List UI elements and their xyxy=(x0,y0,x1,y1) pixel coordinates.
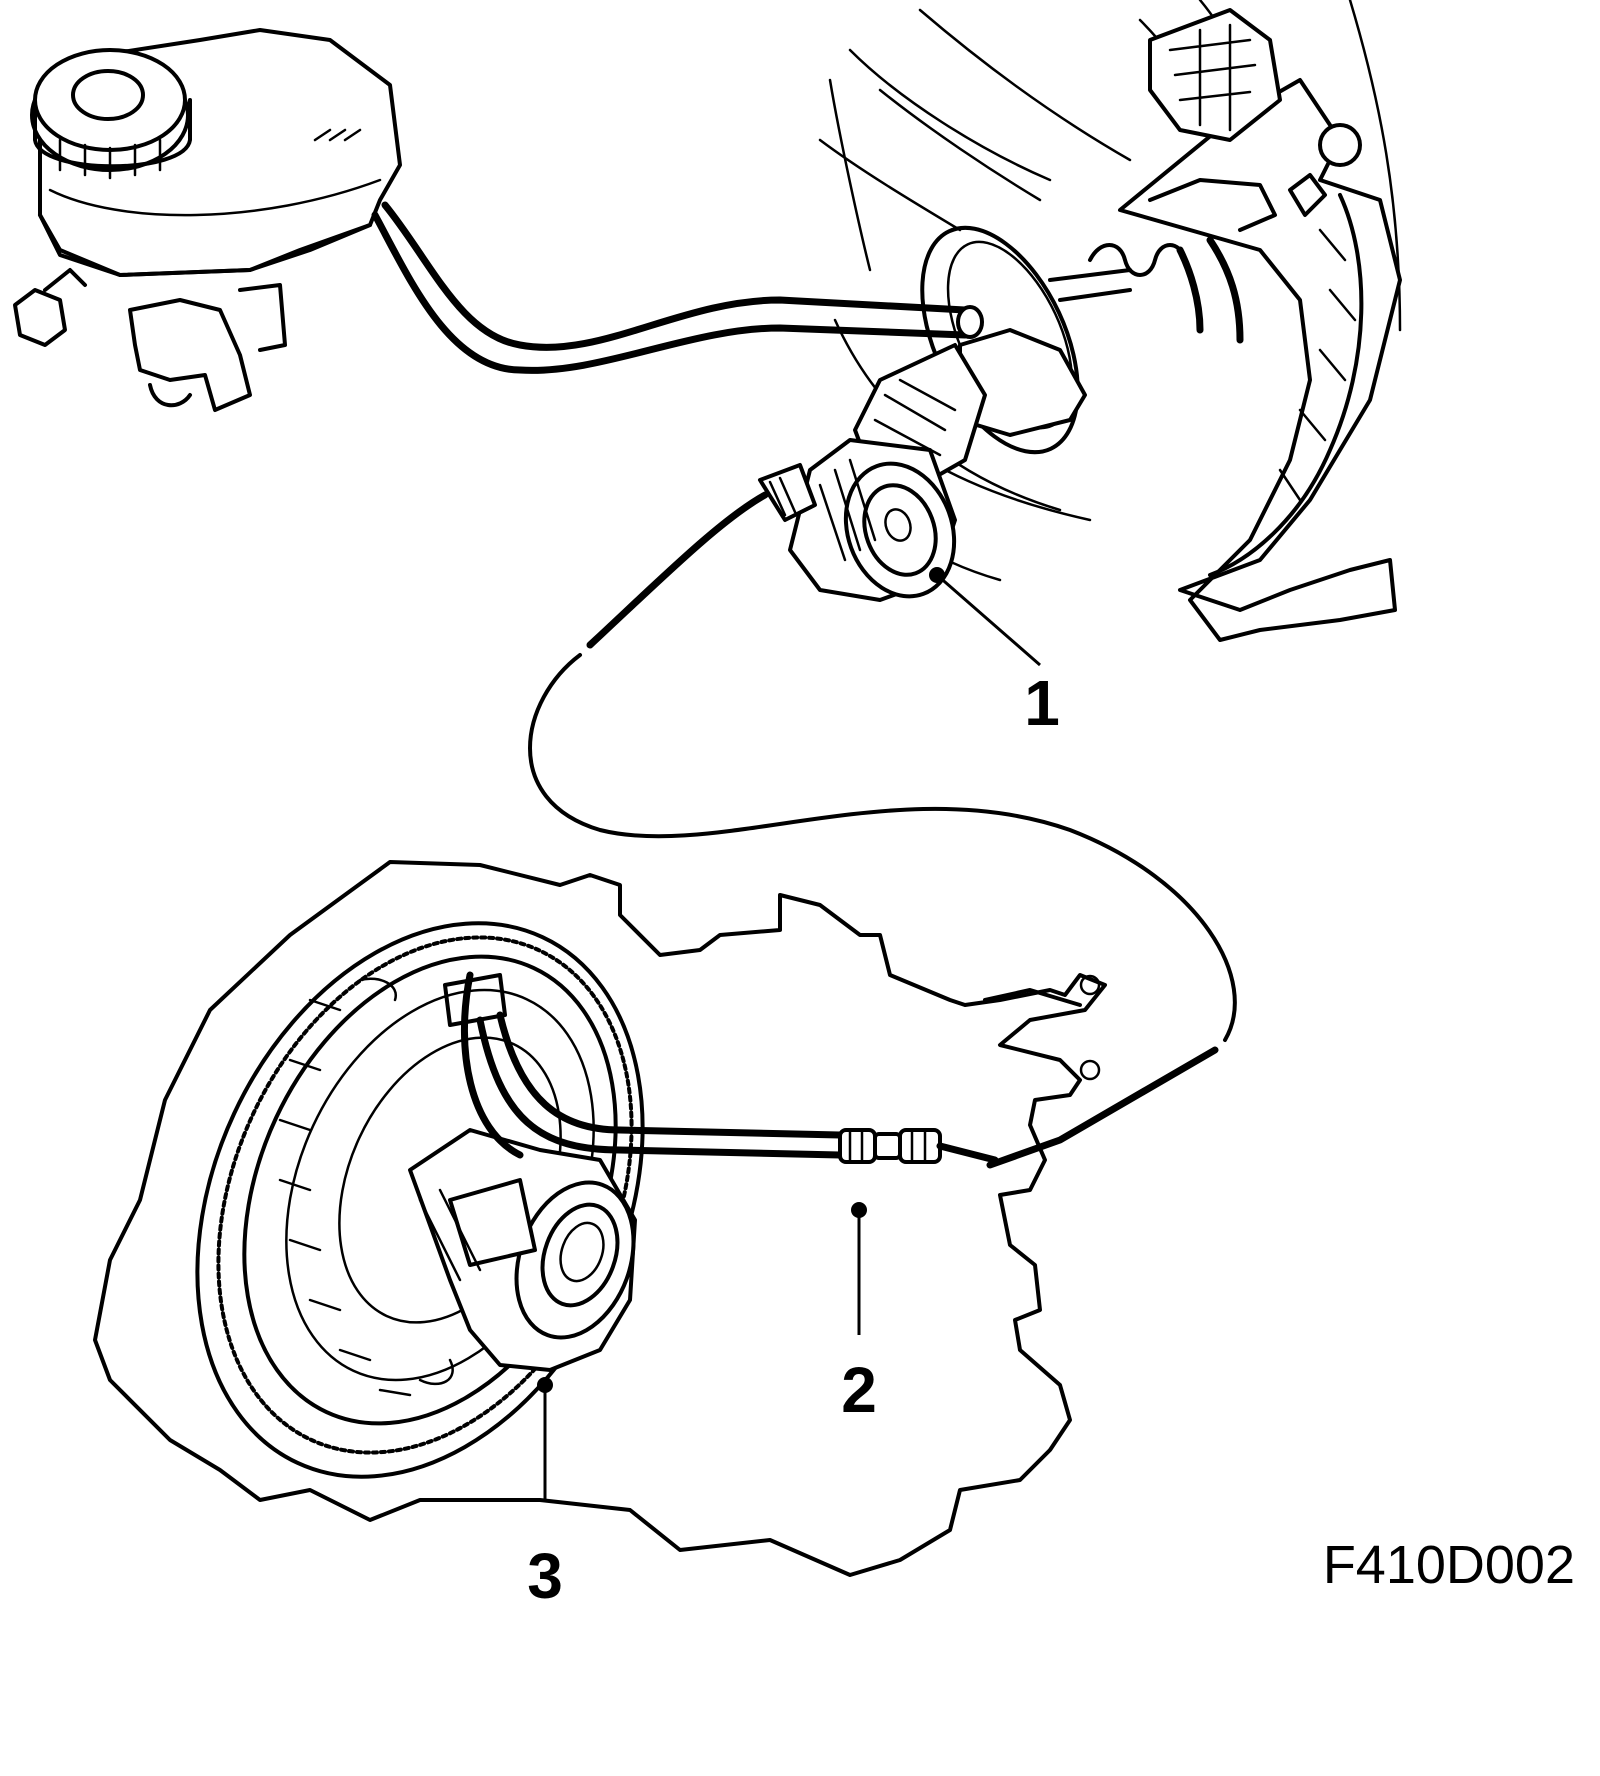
leader-line-2 xyxy=(851,1202,867,1335)
callout-label-1: 1 xyxy=(1024,667,1060,739)
figure-code: F410D002 xyxy=(1323,1535,1575,1595)
fluid-reservoir xyxy=(13,28,402,412)
callout-label-2: 2 xyxy=(841,1354,877,1426)
pipe-connector xyxy=(476,1011,999,1164)
clutch-master-cylinder xyxy=(758,328,1087,602)
leader-line-3 xyxy=(537,1377,553,1500)
reservoir-hose xyxy=(371,201,984,374)
pedal-assembly xyxy=(818,0,1402,642)
clutch-slave-cylinder xyxy=(408,971,637,1372)
gearbox-housing xyxy=(93,860,1107,1577)
hydraulic-pipe xyxy=(528,491,1237,1169)
leader-line-1 xyxy=(929,567,1041,667)
callout-label-3: 3 xyxy=(527,1540,563,1612)
